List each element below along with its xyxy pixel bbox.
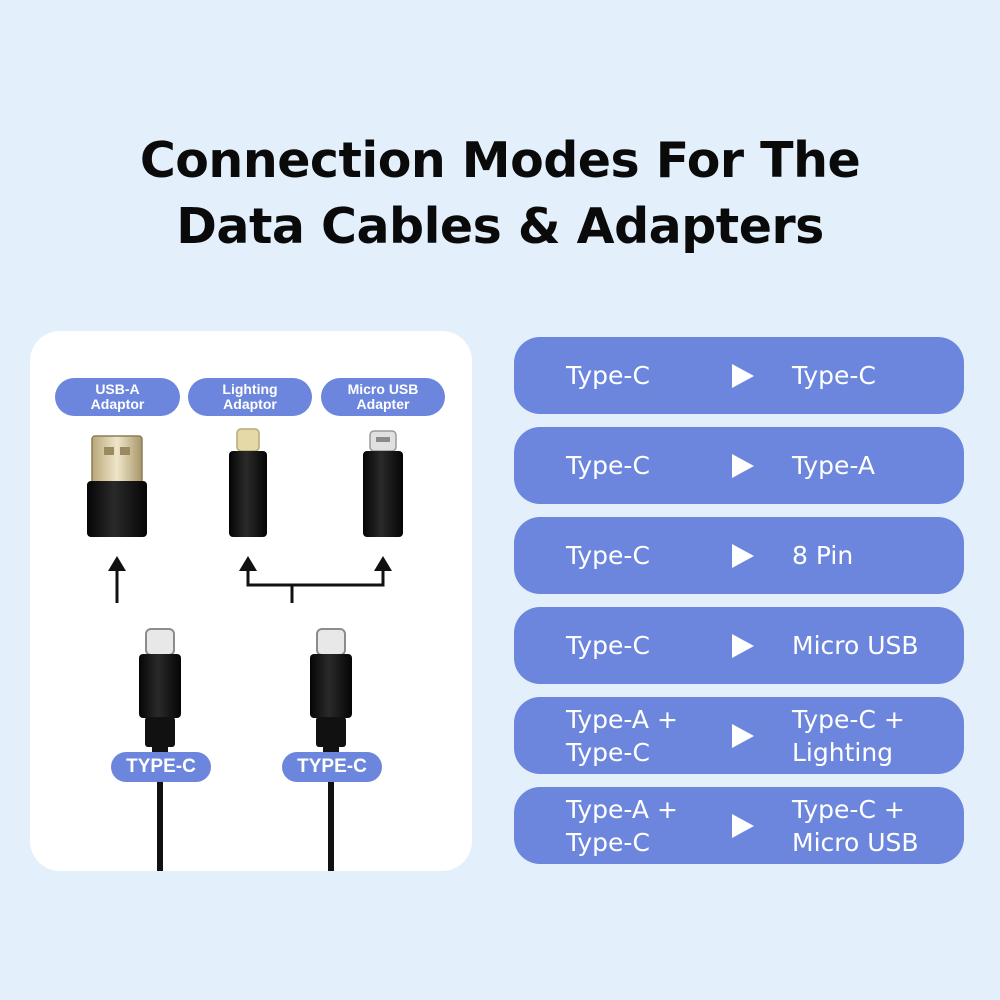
micro-usb-adapter-label-line1: Micro USB [347, 381, 419, 397]
play-arrow-icon [732, 724, 754, 748]
arrow-split-to-lighting-and-micro [239, 556, 392, 603]
type-c-cable-2-icon [310, 628, 352, 871]
micro-usb-adapter-label: Micro USB Adapter [321, 378, 445, 416]
mode-row-1-from: Type-C [566, 337, 716, 414]
usb-a-adaptor-label-line1: USB-A [95, 381, 140, 397]
mode-row-3-from-line1: Type-C [566, 541, 650, 570]
adapter-illustration [87, 428, 403, 871]
play-arrow-icon [732, 454, 754, 478]
lighting-adaptor-label-line2: Adaptor [223, 396, 277, 412]
play-arrow-icon [732, 544, 754, 568]
mode-row-6-from: Type-A + Type-C [566, 787, 716, 864]
mode-row-4-from-line1: Type-C [566, 631, 650, 660]
play-arrow-icon [732, 814, 754, 838]
adapter-diagram-panel: USB-A Adaptor Lighting Adaptor Micro USB… [30, 331, 472, 871]
page-title: Connection Modes For The Data Cables & A… [0, 128, 1000, 260]
usb-a-adaptor-label: USB-A Adaptor [55, 378, 180, 416]
mode-row-6-to: Type-C + Micro USB [792, 787, 962, 864]
mode-row-6-from-line1: Type-A + [566, 794, 678, 824]
type-c-cable-2-label: TYPE-C [282, 752, 382, 782]
usb-a-adaptor-icon [87, 435, 147, 537]
mode-row-5-from: Type-A + Type-C [566, 697, 716, 774]
play-arrow-icon [732, 364, 754, 388]
mode-row-2: Type-C Type-A [514, 427, 964, 504]
mode-row-4-to-line1: Micro USB [792, 631, 919, 660]
title-line-1: Connection Modes For The [139, 132, 861, 189]
mode-row-6-to-line2: Micro USB [792, 827, 919, 857]
mode-row-1-to: Type-C [792, 337, 962, 414]
mode-row-2-to-line1: Type-A [792, 451, 875, 480]
micro-usb-adapter-icon [363, 430, 403, 537]
mode-row-3: Type-C 8 Pin [514, 517, 964, 594]
mode-row-6: Type-A + Type-C Type-C + Micro USB [514, 787, 964, 864]
mode-row-4: Type-C Micro USB [514, 607, 964, 684]
mode-row-1-from-line1: Type-C [566, 361, 650, 390]
mode-row-4-from: Type-C [566, 607, 716, 684]
mode-row-5-from-line1: Type-A + [566, 704, 678, 734]
micro-usb-adapter-label-line2: Adapter [356, 396, 410, 412]
type-c-cable-1-label: TYPE-C [111, 752, 211, 782]
mode-row-5-to: Type-C + Lighting [792, 697, 962, 774]
mode-row-5-to-line2: Lighting [792, 737, 894, 767]
mode-row-3-from: Type-C [566, 517, 716, 594]
mode-row-3-to: 8 Pin [792, 517, 962, 594]
arrow-to-usb-a [108, 556, 126, 603]
mode-row-6-to-line1: Type-C + [792, 794, 905, 824]
mode-row-4-to: Micro USB [792, 607, 962, 684]
type-c-cable-1-icon [139, 628, 181, 871]
lighting-adaptor-label-line1: Lighting [222, 381, 278, 397]
mode-row-2-to: Type-A [792, 427, 962, 504]
mode-row-1: Type-C Type-C [514, 337, 964, 414]
play-arrow-icon [732, 634, 754, 658]
mode-row-2-from: Type-C [566, 427, 716, 504]
mode-row-5-from-line2: Type-C [566, 737, 650, 767]
mode-row-2-from-line1: Type-C [566, 451, 650, 480]
mode-row-5: Type-A + Type-C Type-C + Lighting [514, 697, 964, 774]
lighting-adaptor-label: Lighting Adaptor [188, 378, 312, 416]
lighting-adaptor-icon [229, 428, 267, 537]
mode-row-3-to-line1: 8 Pin [792, 541, 854, 570]
mode-row-5-to-line1: Type-C + [792, 704, 905, 734]
title-line-2: Data Cables & Adapters [176, 198, 824, 255]
mode-row-1-to-line1: Type-C [792, 361, 876, 390]
mode-row-6-from-line2: Type-C [566, 827, 650, 857]
usb-a-adaptor-label-line2: Adaptor [90, 396, 145, 412]
